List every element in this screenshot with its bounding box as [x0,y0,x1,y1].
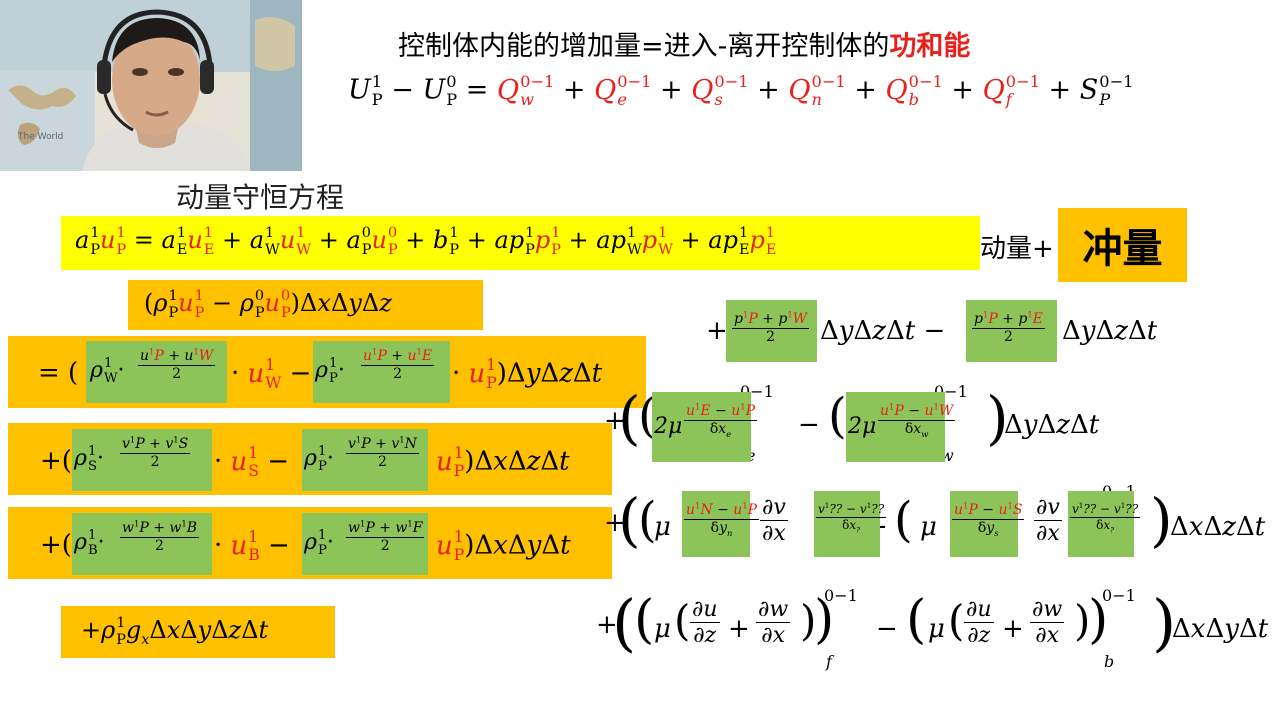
slide-title: 控制体内能的增加量=进入-离开控制体的功和能 [398,24,970,63]
viscous-y-cross-box-1: v1?? − v1??δx? [814,491,887,557]
convection-x-equals: = ( [38,358,79,388]
title-text: 控制体内能的增加量=进入-离开控制体的 [398,31,890,62]
viscous-z-term: + ( ( μ ( ∂u∂z + ∂w∂x ) ) 0−1 f − ( μ ( … [596,586,1269,671]
viscous-y-term: + ( ( μ ∂v∂x − ( μ ∂v∂x 0−1 ) ΔxΔzΔt [604,482,1266,554]
title-highlight: 功和能 [889,31,971,62]
pressure-term-plus: + [706,316,728,346]
impulse-label: 冲量 [1082,226,1163,272]
viscous-y-cross-box-2: v1?? − v1??δx? [1068,491,1141,557]
presenter-video-frame [0,0,302,171]
impulse-badge: 冲量 [1058,208,1187,282]
pressure-term-mid: ΔyΔzΔt − [820,316,946,346]
section-heading: 动量守恒方程 [176,181,345,214]
map-caption: The World [18,132,64,142]
momentum-label: 动量+ [980,234,1054,264]
convection-z-start: +( [40,530,72,560]
pressure-term-tail: ΔyΔzΔt [1062,316,1158,346]
convection-y-start: +( [40,446,72,476]
presenter-webcam: The World [0,0,302,171]
